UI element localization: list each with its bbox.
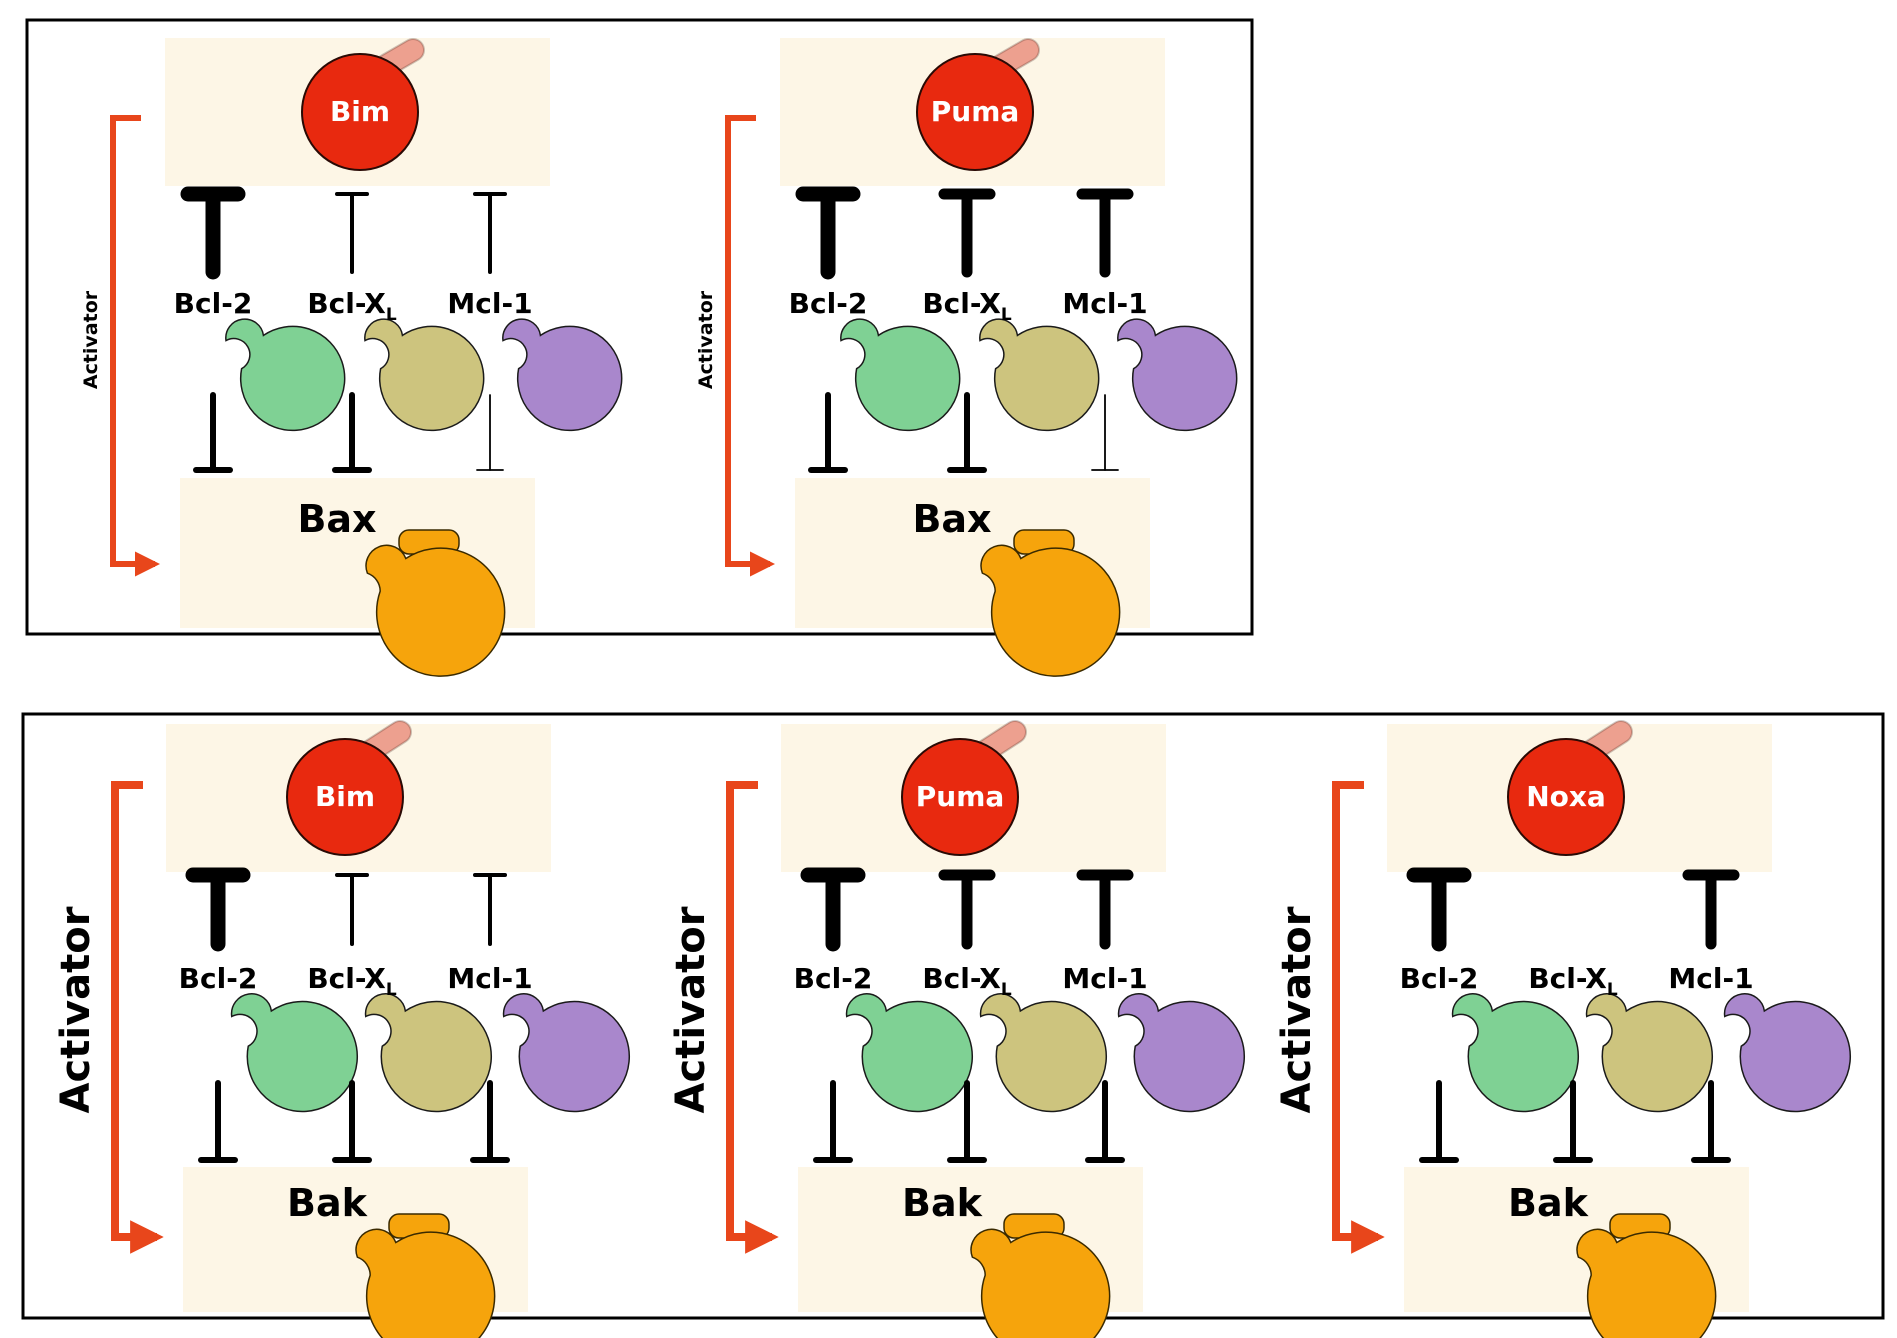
activator-label: Activator <box>53 906 99 1113</box>
bak-panel-frame <box>21 712 1885 1320</box>
protein-mcl1: Mcl-1 <box>1062 869 1245 1163</box>
protein-body <box>845 993 973 1113</box>
protein-mcl1: Mcl-1 <box>447 192 623 471</box>
protein-label-subscript: L <box>1607 980 1618 1000</box>
activator-arrow <box>1332 781 1385 1254</box>
activator-arrow <box>110 115 161 577</box>
protein-bcl2: Bcl-2 <box>179 867 358 1163</box>
bh3-label: Bim <box>330 95 390 128</box>
protein-label-subscript: L <box>1001 980 1012 1000</box>
protein-label: Bcl-XL <box>1528 962 1617 1000</box>
activator-label: Activator <box>1274 906 1320 1113</box>
effector-body <box>980 544 1121 677</box>
protein-label: Bcl-2 <box>789 287 868 320</box>
bh3-label: Puma <box>931 95 1020 128</box>
effector-body <box>1576 1228 1717 1338</box>
activator-label: Activator <box>668 906 714 1113</box>
effector-label: Bak <box>1508 1181 1589 1225</box>
protein-label: Bcl-XL <box>922 287 1011 325</box>
protein-mcl1: Mcl-1 <box>1062 188 1238 471</box>
protein-label-subscript: L <box>1001 305 1012 325</box>
protein-mcl1: Mcl-1 <box>447 873 630 1163</box>
protein-body <box>979 993 1107 1113</box>
protein-label: Mcl-1 <box>1668 962 1753 995</box>
activator-arrow <box>726 781 779 1254</box>
protein-bclxl: Bcl-XL <box>1528 962 1713 1163</box>
protein-label: Bcl-2 <box>179 962 258 995</box>
protein-label-subscript: L <box>386 980 397 1000</box>
protein-body <box>1117 318 1238 432</box>
protein-body <box>979 318 1100 432</box>
protein-bclxl: Bcl-XL <box>922 869 1107 1163</box>
effector-body <box>365 544 506 677</box>
protein-label: Mcl-1 <box>447 962 532 995</box>
protein-bclxl: Bcl-XL <box>922 188 1100 473</box>
effector-label: Bak <box>287 1181 368 1225</box>
protein-label: Bcl-2 <box>1400 962 1479 995</box>
protein-body <box>1117 993 1245 1113</box>
effector-label: Bak <box>902 1181 983 1225</box>
protein-label: Mcl-1 <box>1062 962 1147 995</box>
protein-label: Bcl-XL <box>307 962 396 1000</box>
bh3-ball <box>286 738 404 856</box>
protein-bclxl: Bcl-XL <box>307 873 492 1163</box>
protein-label: Bcl-XL <box>922 962 1011 1000</box>
protein-body <box>364 318 485 432</box>
bh3-ball <box>301 53 419 171</box>
protein-label: Mcl-1 <box>1062 287 1147 320</box>
protein-label: Bcl-2 <box>794 962 873 995</box>
bh3-label: Noxa <box>1526 780 1606 813</box>
effector-body <box>355 1228 496 1338</box>
activator-label: Activator <box>695 290 717 389</box>
protein-mcl1: Mcl-1 <box>1668 869 1851 1163</box>
protein-body <box>1451 993 1579 1113</box>
protein-label-subscript: L <box>386 305 397 325</box>
activator-arrow <box>111 781 164 1254</box>
protein-label: Bcl-XL <box>307 287 396 325</box>
protein-bcl2: Bcl-2 <box>789 186 961 473</box>
protein-bcl2: Bcl-2 <box>174 186 346 473</box>
protein-body <box>1585 993 1713 1113</box>
protein-bcl2: Bcl-2 <box>1400 867 1579 1163</box>
bh3-ball <box>916 53 1034 171</box>
effector-label: Bax <box>912 497 991 541</box>
protein-body <box>502 993 630 1113</box>
bax-panel-frame <box>25 18 1254 636</box>
bh3-label: Puma <box>916 780 1005 813</box>
protein-label: Bcl-2 <box>174 287 253 320</box>
bh3-label: Bim <box>315 780 375 813</box>
activator-label: Activator <box>80 290 102 389</box>
activator-arrow <box>725 115 776 577</box>
protein-body <box>502 318 623 432</box>
protein-body <box>840 318 961 432</box>
protein-bclxl: Bcl-XL <box>307 192 485 473</box>
effector-label: Bax <box>297 497 376 541</box>
protein-body <box>225 318 346 432</box>
bh3-ball <box>1507 738 1625 856</box>
protein-body <box>230 993 358 1113</box>
protein-bcl2: Bcl-2 <box>794 867 973 1163</box>
effector-body <box>970 1228 1111 1338</box>
protein-label: Mcl-1 <box>447 287 532 320</box>
protein-body <box>364 993 492 1113</box>
protein-body <box>1723 993 1851 1113</box>
bh3-ball <box>901 738 1019 856</box>
